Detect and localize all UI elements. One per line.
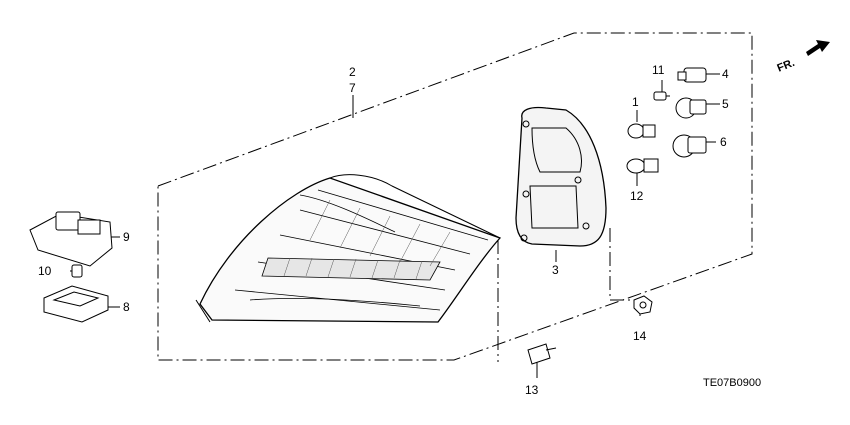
- bulb-part-12: [626, 158, 659, 174]
- callout-4: 4: [722, 67, 729, 81]
- callout-1: 1: [632, 95, 639, 109]
- front-direction-arrow-icon: [806, 40, 830, 56]
- callout-2: 2: [349, 65, 356, 79]
- callout-labels: 2 7 3 14 13 11 1 12 4 5 6 9 10 8: [38, 63, 729, 397]
- callout-5: 5: [722, 97, 729, 111]
- callout-9: 9: [123, 230, 130, 244]
- diagram-code: TE07B0900: [703, 377, 761, 389]
- bulb-part-10: [71, 264, 83, 278]
- nut-part-14: [633, 295, 653, 315]
- socket-part-5: [675, 97, 707, 119]
- gasket: [515, 106, 607, 247]
- callout-3: 3: [552, 263, 559, 277]
- front-direction-label: FR.: [776, 57, 797, 75]
- license-light-part-9: [29, 211, 113, 267]
- lens-part-8: [43, 285, 109, 323]
- callout-12: 12: [630, 189, 644, 203]
- callout-7: 7: [349, 81, 356, 95]
- callout-8: 8: [123, 300, 130, 314]
- clip-part-13: [527, 343, 557, 365]
- bulb-part-11: [653, 91, 670, 101]
- socket-part-4: [677, 67, 707, 83]
- bulb-part-1: [627, 123, 656, 139]
- callout-11: 11: [652, 63, 665, 77]
- tail-light-assembly: [195, 174, 502, 323]
- callout-10: 10: [38, 264, 52, 278]
- callout-13: 13: [525, 383, 539, 397]
- callout-6: 6: [720, 135, 727, 149]
- callout-14: 14: [633, 329, 647, 343]
- socket-part-6: [672, 134, 707, 158]
